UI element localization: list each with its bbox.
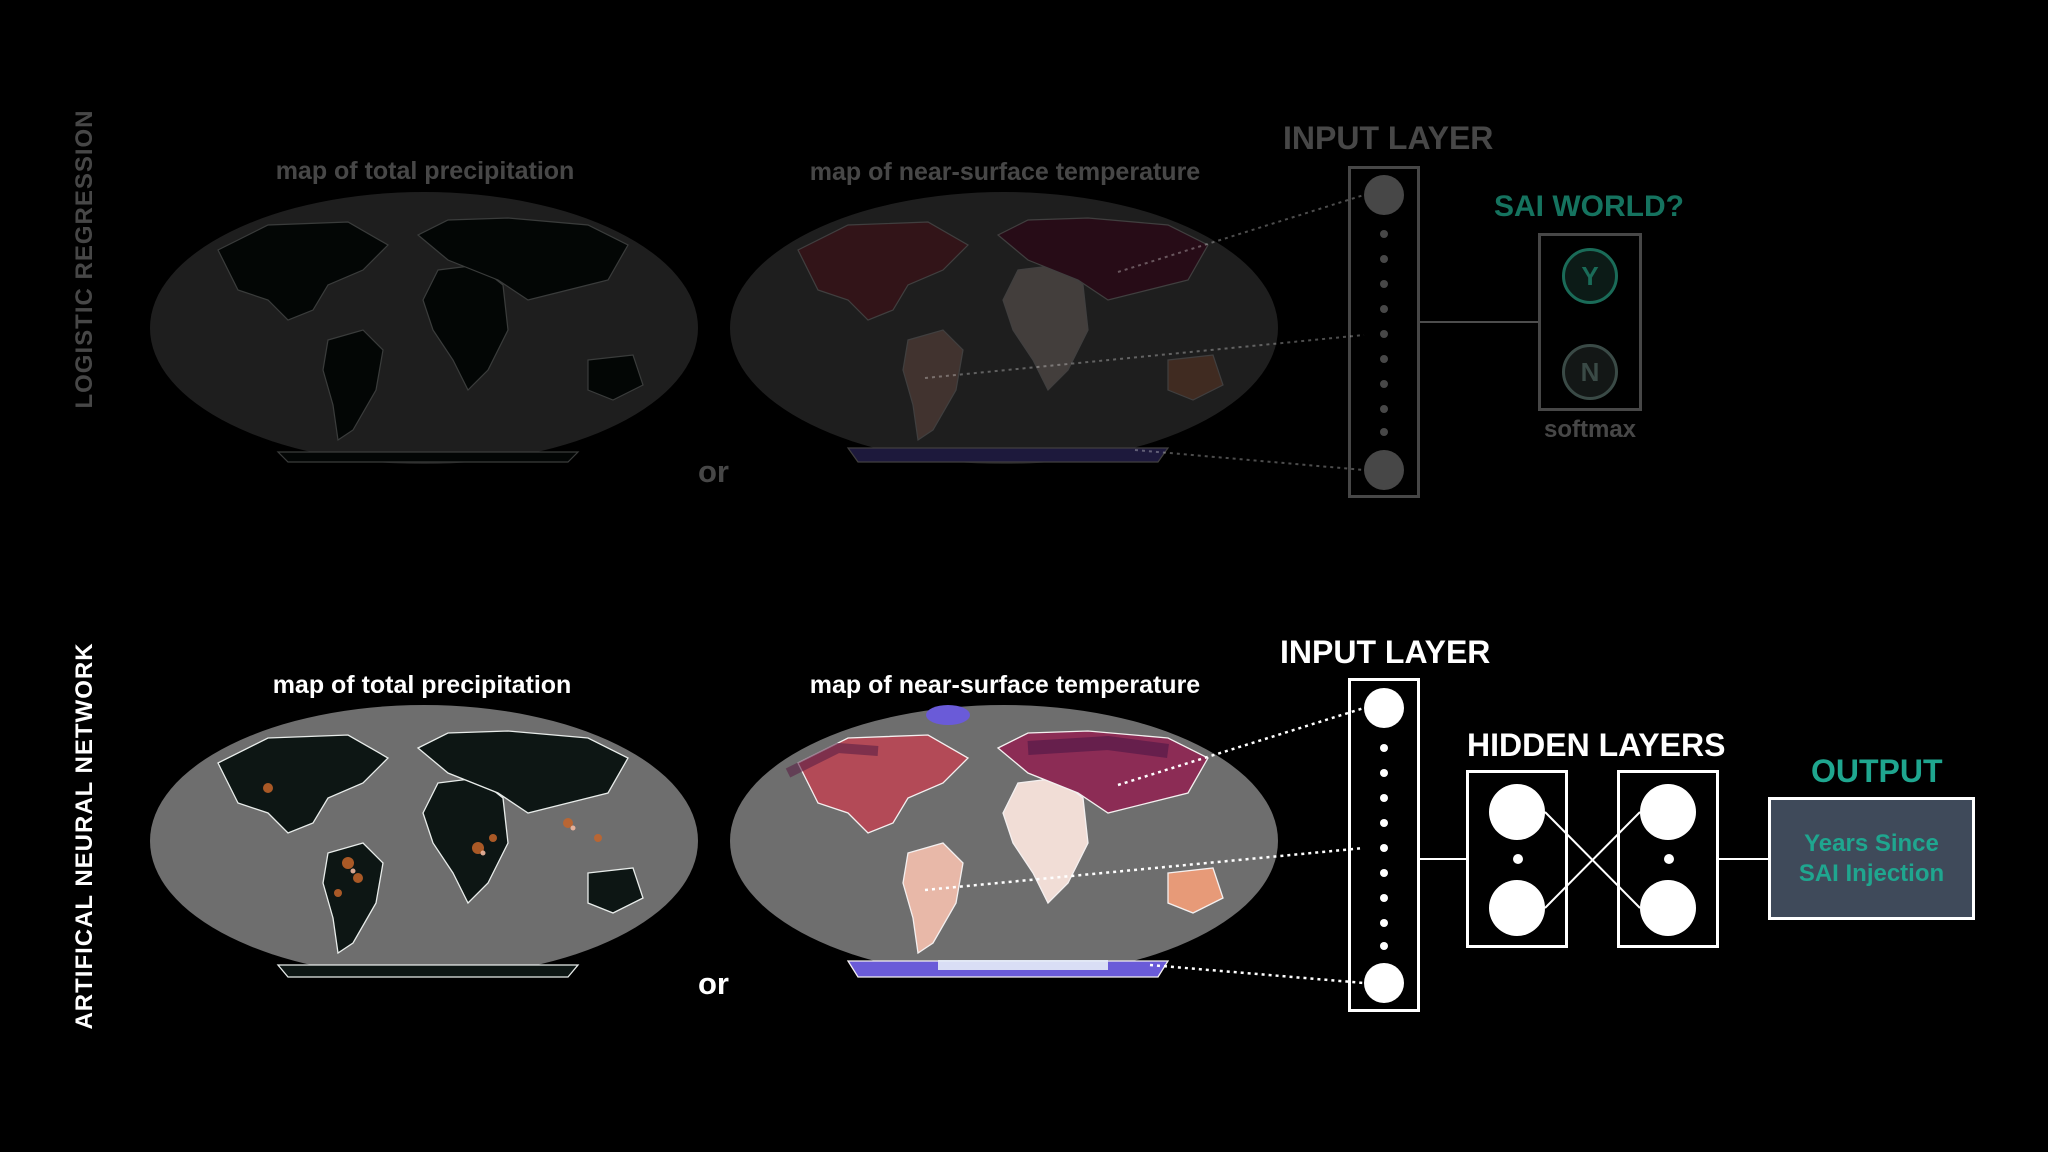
input-layer-box-top bbox=[1348, 166, 1420, 498]
temp-map-title-bottom: map of near-surface temperature bbox=[809, 671, 1201, 699]
input-layer-box-bottom bbox=[1348, 678, 1420, 1012]
input-node-top-first bbox=[1364, 175, 1404, 215]
input-layer-title-bottom: INPUT LAYER bbox=[1280, 634, 1491, 670]
sai-world-title: SAI WORLD? bbox=[1494, 190, 1684, 223]
input-dot bbox=[1380, 280, 1388, 288]
hidden-layer-box-1 bbox=[1466, 770, 1568, 948]
input-dot bbox=[1380, 894, 1388, 902]
connector-line bbox=[924, 334, 1365, 379]
input-node-bottom-last bbox=[1364, 963, 1404, 1003]
hidden-node bbox=[1640, 880, 1696, 936]
temperature-map-bottom bbox=[730, 705, 1278, 978]
input-dot bbox=[1380, 942, 1388, 950]
no-node: N bbox=[1562, 344, 1618, 400]
hidden-dot bbox=[1513, 854, 1523, 864]
output-box: Years Since SAI Injection bbox=[1768, 797, 1975, 920]
precip-map-title-bottom: map of total precipitation bbox=[272, 671, 572, 699]
connector-line bbox=[1117, 706, 1365, 787]
precipitation-map-bottom bbox=[150, 705, 698, 978]
softmax-label: softmax bbox=[1543, 416, 1637, 443]
hidden-node bbox=[1489, 784, 1545, 840]
output-text-line1: Years Since bbox=[1804, 829, 1939, 857]
softmax-box bbox=[1538, 233, 1642, 411]
connector-line bbox=[924, 846, 1365, 892]
connector-line bbox=[1544, 811, 1641, 909]
input-dot bbox=[1380, 355, 1388, 363]
input-dot bbox=[1380, 305, 1388, 313]
or-label-top: or bbox=[698, 454, 729, 489]
input-dot bbox=[1380, 819, 1388, 827]
connector-line bbox=[1149, 963, 1365, 985]
precip-map-title-top: map of total precipitation bbox=[275, 157, 575, 185]
hidden-layer-box-2 bbox=[1617, 770, 1719, 948]
input-node-bottom-first bbox=[1364, 688, 1404, 728]
input-dot bbox=[1380, 428, 1388, 436]
yes-node: Y bbox=[1562, 248, 1618, 304]
precipitation-map-top bbox=[150, 192, 698, 464]
hidden-node bbox=[1489, 880, 1545, 936]
input-layer-title-top: INPUT LAYER bbox=[1283, 120, 1494, 156]
temp-map-title-top: map of near-surface temperature bbox=[809, 158, 1201, 186]
input-dot bbox=[1380, 380, 1388, 388]
hidden-layers-title: HIDDEN LAYERS bbox=[1467, 727, 1726, 763]
input-dot bbox=[1380, 405, 1388, 413]
input-dot bbox=[1380, 255, 1388, 263]
connector-line bbox=[1117, 194, 1365, 273]
output-text-line2: SAI Injection bbox=[1798, 859, 1945, 887]
hidden-node bbox=[1640, 784, 1696, 840]
input-dot bbox=[1380, 844, 1388, 852]
input-node-top-last bbox=[1364, 450, 1404, 490]
input-dot bbox=[1380, 794, 1388, 802]
connector-line bbox=[1134, 449, 1365, 471]
input-dot bbox=[1380, 230, 1388, 238]
input-dot bbox=[1380, 769, 1388, 777]
input-dot bbox=[1380, 869, 1388, 877]
input-dot bbox=[1380, 744, 1388, 752]
hidden-dot bbox=[1664, 854, 1674, 864]
or-label-bottom: or bbox=[698, 966, 729, 1001]
output-title: OUTPUT bbox=[1811, 753, 1943, 789]
input-dot bbox=[1380, 919, 1388, 927]
input-dot bbox=[1380, 330, 1388, 338]
temperature-map-top bbox=[730, 192, 1278, 464]
